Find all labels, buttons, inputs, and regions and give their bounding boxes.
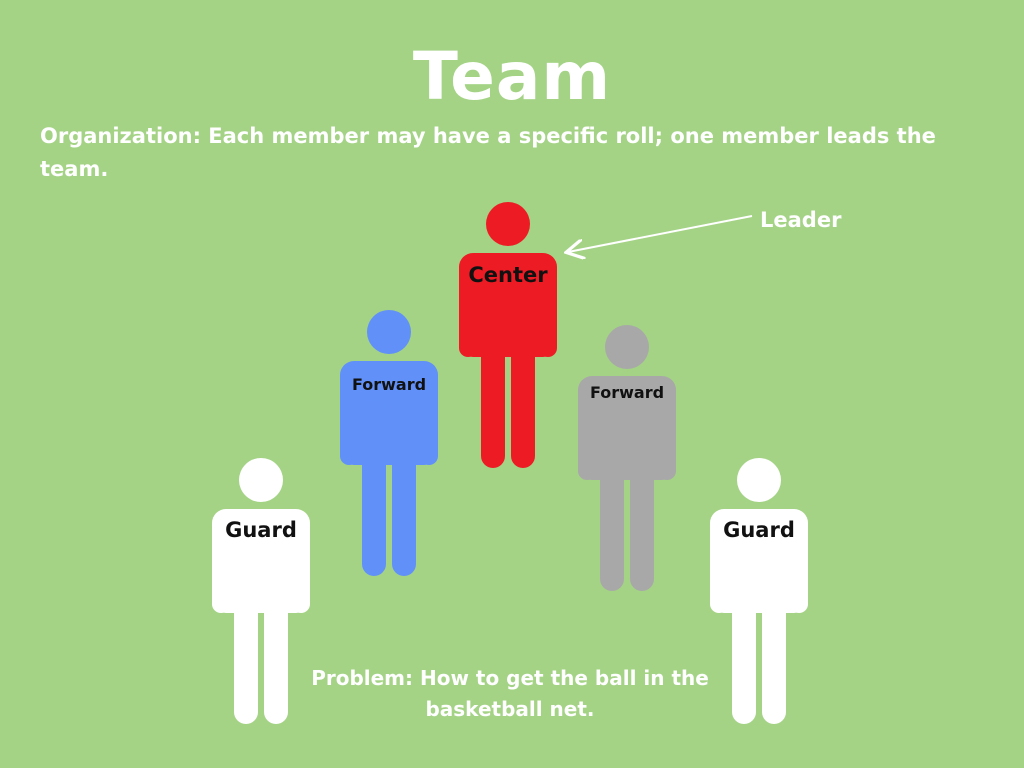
player-guard-right: Guard	[710, 458, 808, 724]
person-icon	[340, 310, 438, 576]
player-center: Center	[459, 202, 557, 468]
player-label: Forward	[351, 375, 427, 394]
player-label: Guard	[723, 518, 795, 542]
player-forward-left: Forward	[340, 310, 438, 576]
person-icon	[212, 458, 310, 724]
player-label: Center	[468, 263, 548, 287]
person-icon	[459, 202, 557, 468]
leader-label: Leader	[760, 208, 842, 232]
player-label: Forward	[589, 383, 665, 402]
player-guard-left: Guard	[212, 458, 310, 724]
person-icon	[710, 458, 808, 724]
page-title: Team	[412, 38, 612, 115]
problem-text: Problem: How to get the ball in the bask…	[311, 666, 709, 721]
player-forward-right: Forward	[578, 325, 676, 591]
person-icon	[578, 325, 676, 591]
player-label: Guard	[225, 518, 297, 542]
organization-text: Organization: Each member may have a spe…	[40, 124, 936, 181]
